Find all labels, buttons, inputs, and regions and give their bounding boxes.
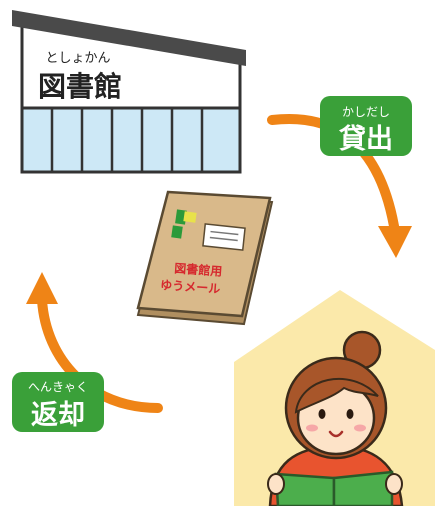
package-top [136, 190, 272, 318]
package-text-line2: ゆうメール [160, 278, 221, 296]
girl-eye-right [346, 409, 354, 419]
return-label: 返却 [31, 400, 85, 431]
girl-eye-left [318, 409, 326, 419]
book-right-cover [332, 470, 394, 506]
girl-blush-left [306, 424, 318, 432]
book-left-cover [274, 472, 336, 506]
building-roof [12, 10, 246, 66]
mail-package: 図書館用 ゆうメール [136, 190, 274, 326]
lend-badge: かしだし 貸出 [320, 96, 412, 156]
girl-hand-left [267, 473, 285, 495]
stamp-icon [171, 225, 183, 239]
address-label [202, 223, 246, 251]
package-text-line1: 図書館用 [174, 260, 223, 278]
window-mullions [50, 108, 204, 172]
return-arrow-head [26, 272, 58, 304]
girl-bangs [294, 377, 379, 414]
library-label: 図書館 [38, 70, 122, 103]
girl-mouth [328, 430, 344, 438]
girl-hand-right [385, 473, 403, 495]
girl-blush-right [354, 424, 366, 432]
building-windows [20, 106, 242, 174]
girl-reading-illustration [267, 330, 404, 506]
return-ruby: へんきゃく [28, 380, 88, 394]
lend-arrow-head [378, 226, 412, 258]
address-lines [209, 230, 239, 242]
library-ruby: としょかん [45, 51, 110, 66]
home-scene [234, 290, 435, 506]
lend-ruby: かしだし [342, 105, 390, 119]
library-building: としょかん 図書館 [12, 10, 246, 174]
return-badge: へんきゃく 返却 [12, 372, 104, 432]
lend-label: 貸出 [339, 123, 393, 155]
stamp-icon [183, 211, 197, 223]
return-badge-bg [12, 372, 104, 432]
lend-badge-bg [320, 96, 412, 156]
